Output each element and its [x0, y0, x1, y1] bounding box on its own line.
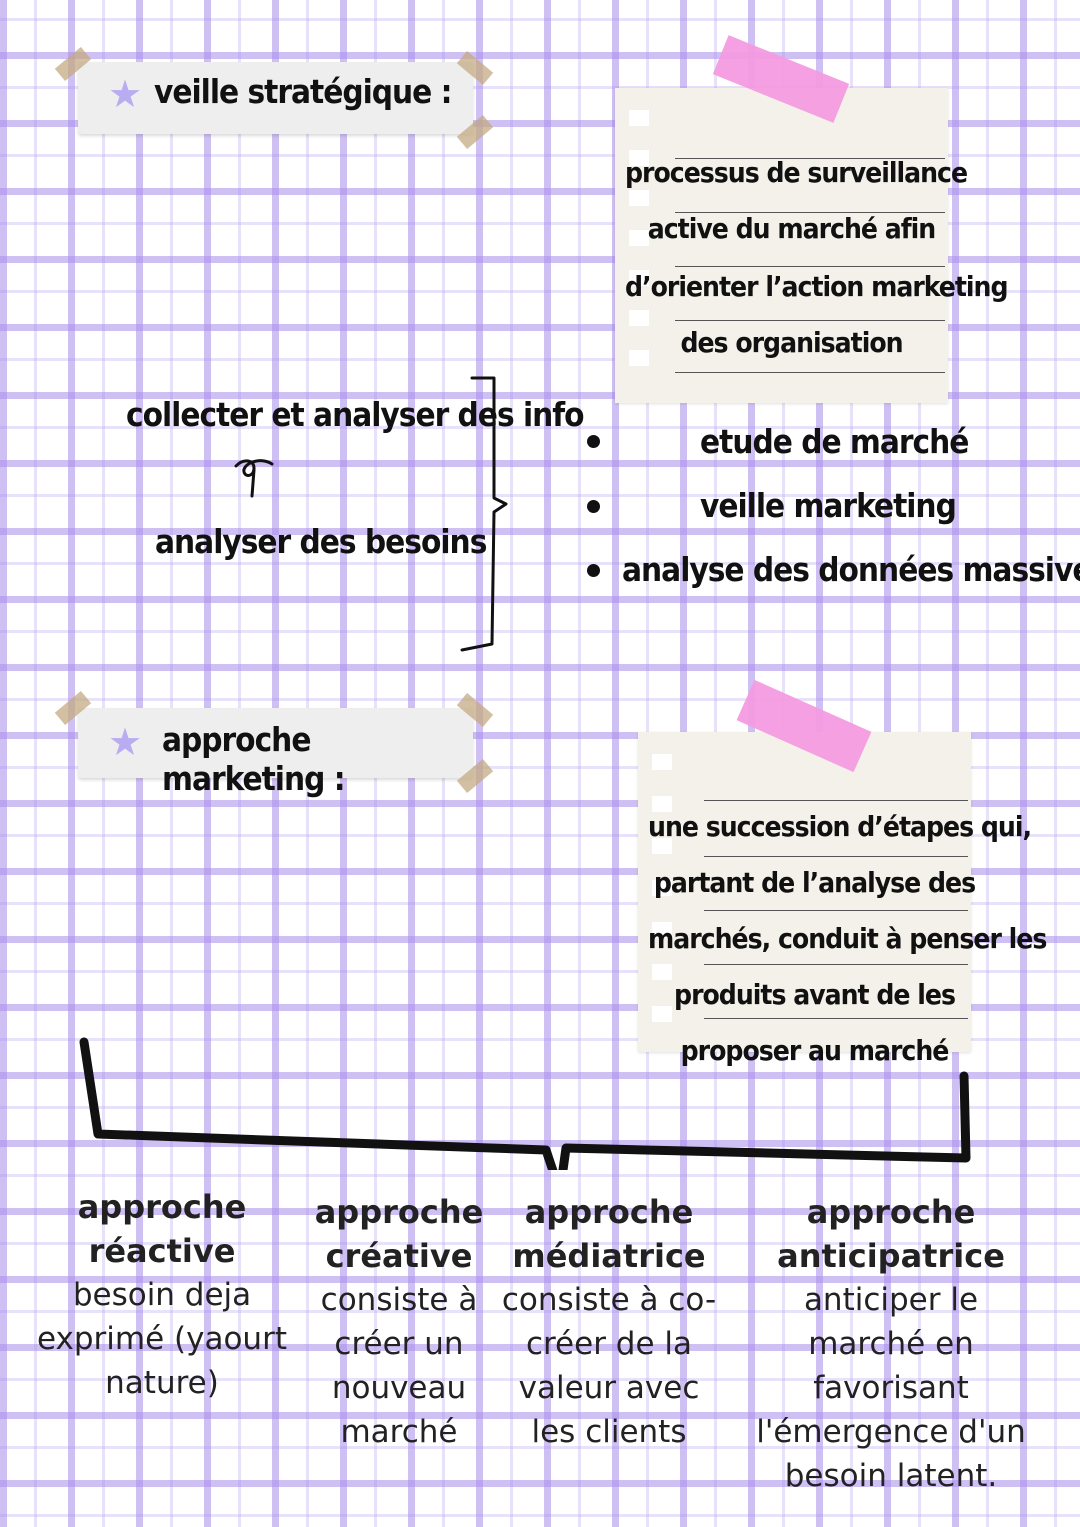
- large-brace: [79, 1037, 971, 1170]
- bullet-dot: [587, 435, 600, 448]
- definition-line: active du marché afin: [647, 212, 937, 245]
- bullet-dot: [587, 564, 600, 577]
- approach-column: approche médiatrice consiste à co-créer …: [494, 1190, 724, 1454]
- approach-description: consiste à co-créer de la valeur avec le…: [501, 1282, 717, 1450]
- section2-definition-note: une succession d’étapes qui, partant de …: [638, 732, 1047, 1067]
- section1-banner: ★ veille stratégique :: [78, 62, 473, 134]
- approach-description: anticiper le marché en favorisant l'émer…: [756, 1282, 1026, 1494]
- bullet-item: etude de marché: [700, 422, 969, 461]
- section1-title: veille stratégique :: [154, 72, 453, 111]
- star-icon: ★: [108, 74, 143, 116]
- right-bracket: [460, 376, 508, 652]
- approach-title: approche médiatrice: [512, 1193, 706, 1275]
- bullet-item: analyse des données massives: [622, 550, 1080, 589]
- section2-banner: ★ approche marketing :: [78, 708, 473, 798]
- approach-column: approche réactive besoin deja exprimé (y…: [32, 1185, 292, 1405]
- definition-line: d’orienter l’action marketing: [625, 270, 1009, 303]
- approach-description: besoin deja exprimé (yaourt nature): [37, 1277, 287, 1401]
- definition-line: partant de l’analyse des: [653, 866, 976, 899]
- definition-line: une succession d’étapes qui,: [648, 810, 1032, 843]
- loop-arrow-icon: [234, 459, 274, 498]
- approach-description: consiste à créer un nouveau marché: [320, 1282, 478, 1450]
- approach-title: approche créative: [314, 1193, 484, 1275]
- bullet-item: veille marketing: [700, 486, 957, 525]
- analyze-needs-text: analyser des besoins: [155, 522, 487, 561]
- section2-title: approche marketing :: [162, 720, 346, 798]
- collect-analyze-text: collecter et analyser des info: [126, 395, 585, 434]
- approach-column: approche créative consiste à créer un no…: [314, 1190, 484, 1454]
- definition-line: processus de surveillance: [625, 156, 968, 189]
- approach-title: approche réactive: [77, 1188, 247, 1270]
- bullet-dot: [587, 500, 600, 513]
- definition-line: des organisation: [680, 326, 903, 359]
- approach-column: approche anticipatrice anticiper le marc…: [742, 1190, 1040, 1498]
- approach-title: approche anticipatrice: [777, 1193, 1005, 1275]
- definition-line: produits avant de les: [674, 978, 956, 1011]
- definition-line: proposer au marché: [680, 1034, 950, 1067]
- definition-line: marchés, conduit à penser les: [648, 922, 1047, 955]
- section1-definition-note: processus de surveillance active du marc…: [615, 88, 1009, 403]
- star-icon: ★: [108, 722, 143, 764]
